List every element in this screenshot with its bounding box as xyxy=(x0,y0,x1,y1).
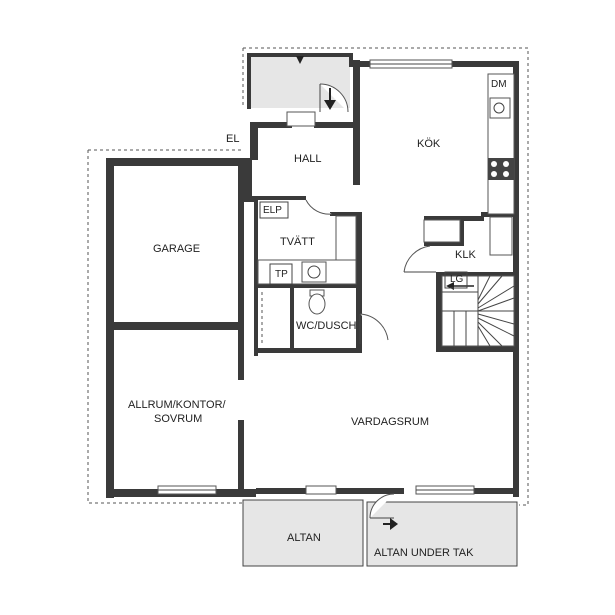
label-allrum-line2: SOVRUM xyxy=(154,413,202,425)
label-el: EL xyxy=(226,133,239,145)
altan-under-tak-area xyxy=(367,502,517,566)
entrance-arrows xyxy=(296,56,398,530)
walls xyxy=(106,53,519,567)
label-kok: KÖK xyxy=(417,138,441,150)
doors xyxy=(305,83,436,519)
laundry-fixtures xyxy=(257,215,357,285)
wc-fixtures xyxy=(261,289,326,345)
label-dm: DM xyxy=(491,79,507,90)
label-garage: GARAGE xyxy=(153,243,200,255)
label-lg: LG xyxy=(450,274,464,285)
label-altan: ALTAN xyxy=(287,532,321,544)
label-tp: TP xyxy=(275,269,288,280)
label-tvatt: TVÄTT xyxy=(280,236,315,248)
label-hall: HALL xyxy=(294,153,322,165)
label-altan-under-tak: ALTAN UNDER TAK xyxy=(374,547,474,559)
arrow-down-icon xyxy=(296,56,304,64)
label-vardagsrum: VARDAGSRUM xyxy=(351,416,429,428)
altan-area xyxy=(243,500,363,566)
label-allrum-line1: ALLRUM/KONTOR/ xyxy=(128,399,227,411)
stairs xyxy=(441,275,515,347)
arrow-right-icon xyxy=(390,518,398,530)
label-klk: KLK xyxy=(455,249,476,261)
kitchen-fixtures xyxy=(423,73,515,256)
entry-porch xyxy=(250,56,350,108)
arrow-down-icon xyxy=(324,100,336,110)
label-elp: ELP xyxy=(263,205,282,216)
label-wc-dusch: WC/DUSCH xyxy=(296,320,357,332)
outdoor-areas xyxy=(243,56,517,566)
roof-outline xyxy=(87,47,529,506)
windows xyxy=(157,59,475,495)
